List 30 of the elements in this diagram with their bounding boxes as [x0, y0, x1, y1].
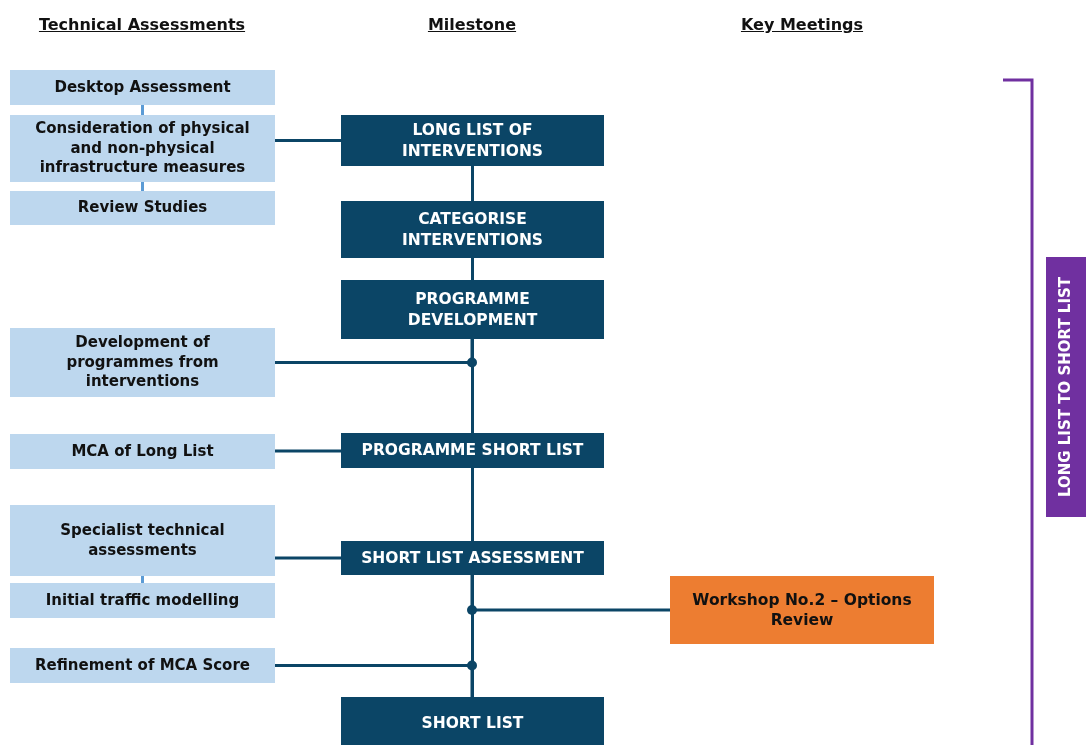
- connector-line: [275, 139, 341, 142]
- connector-line: [141, 182, 144, 191]
- connector-line: [471, 166, 474, 201]
- assessment-box: MCA of Long List: [10, 434, 275, 469]
- column-heading: Technical Assessments: [38, 15, 246, 34]
- connector-line: [471, 468, 474, 541]
- milestone-box: SHORT LIST: [341, 697, 604, 745]
- milestone-box: PROGRAMME SHORT LIST: [341, 433, 604, 468]
- phase-band: LONG LIST TO SHORT LIST: [1046, 257, 1086, 517]
- milestone-box: LONG LIST OF INTERVENTIONS: [341, 115, 604, 166]
- assessment-box: Specialist technical assessments: [10, 505, 275, 576]
- milestone-box: PROGRAMME DEVELOPMENT: [341, 280, 604, 339]
- meeting-box: Workshop No.2 – Options Review: [670, 576, 934, 644]
- connector-line: [275, 449, 341, 453]
- connector-line: [471, 339, 474, 433]
- connector-line: [141, 576, 144, 583]
- connector-line: [141, 105, 144, 115]
- connector-line: [275, 664, 474, 697]
- connector-line: [275, 556, 341, 560]
- column-heading: Key Meetings: [740, 15, 864, 34]
- milestone-box: CATEGORISE INTERVENTIONS: [341, 201, 604, 258]
- milestone-box: SHORT LIST ASSESSMENT: [341, 541, 604, 575]
- assessment-box: Refinement of MCA Score: [10, 648, 275, 683]
- assessment-box: Desktop Assessment: [10, 70, 275, 105]
- column-heading: Milestone: [427, 15, 517, 34]
- assessment-box: Initial traffic modelling: [10, 583, 275, 618]
- assessment-box: Development of programmes from interventions: [10, 328, 275, 397]
- assessment-box: Review Studies: [10, 191, 275, 225]
- assessment-box: Consideration of physical and non-physical infrastructure measures: [10, 115, 275, 182]
- connector-line: [471, 258, 474, 280]
